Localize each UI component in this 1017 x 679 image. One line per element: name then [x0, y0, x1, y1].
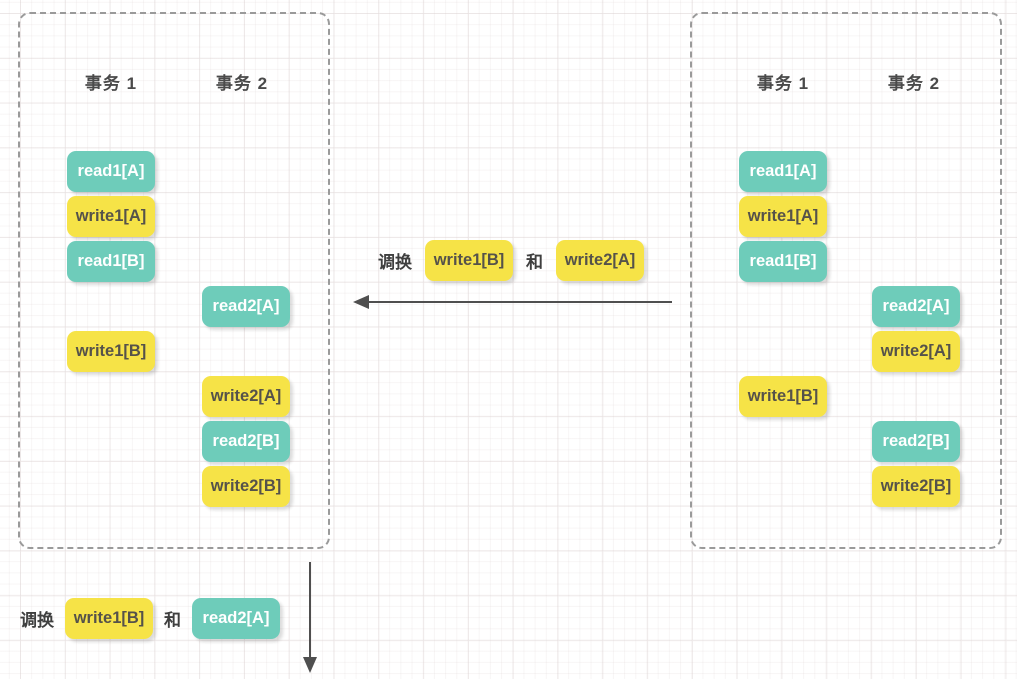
- op-block-read1B: read1[B]: [739, 241, 827, 282]
- op-block-read2B: read2[B]: [202, 421, 290, 462]
- next-step-arrow-down: [303, 562, 317, 673]
- op-block-write2A: write2[A]: [556, 239, 644, 281]
- op-block-write2B: write2[B]: [202, 466, 290, 507]
- arrow-head-down-icon: [303, 657, 317, 673]
- op-block-write1A: write1[A]: [67, 196, 155, 237]
- op-block-write1A: write1[A]: [739, 196, 827, 237]
- op-block-read2A: read2[A]: [192, 597, 280, 639]
- transaction-1-header: 事务 1: [84, 74, 138, 93]
- panel-schedule-after-swap: 事务 1 事务 2 read1[A]write1[A]read1[B] read2…: [18, 12, 330, 549]
- swap-direction-arrow-left: [353, 295, 672, 309]
- op-block-write1B: write1[B]: [739, 376, 827, 417]
- op-block-write2B: write2[B]: [872, 466, 960, 507]
- transaction-1-header: 事务 1: [756, 74, 810, 93]
- arrow-shaft: [308, 562, 312, 661]
- op-block-read2A: read2[A]: [202, 286, 290, 327]
- panel-schedule-original: 事务 1 事务 2 read1[A]write1[A]read1[B] read2…: [690, 12, 1002, 549]
- swap-prefix-label: 调换: [20, 610, 54, 630]
- op-block-read1A: read1[A]: [739, 151, 827, 192]
- arrow-head-left-icon: [353, 295, 369, 309]
- swap-annotation-middle: 调换 write1[B] 和 write2[A]: [378, 239, 644, 281]
- op-block-write2A: write2[A]: [202, 376, 290, 417]
- swap-annotation-bottom: 调换 write1[B] 和 read2[A]: [20, 597, 280, 639]
- swap-conjunction-label: 和: [164, 610, 181, 630]
- transaction-2-header: 事务 2: [887, 74, 941, 93]
- op-block-read1B: read1[B]: [67, 241, 155, 282]
- op-block-write1B: write1[B]: [65, 597, 153, 639]
- op-block-write1B: write1[B]: [425, 239, 513, 281]
- op-block-read1A: read1[A]: [67, 151, 155, 192]
- op-block-read2B: read2[B]: [872, 421, 960, 462]
- swap-prefix-label: 调换: [378, 252, 412, 272]
- swap-conjunction-label: 和: [526, 252, 543, 272]
- arrow-shaft: [365, 300, 672, 304]
- op-block-read2A: read2[A]: [872, 286, 960, 327]
- transaction-2-header: 事务 2: [215, 74, 269, 93]
- op-block-write2A: write2[A]: [872, 331, 960, 372]
- op-block-write1B: write1[B]: [67, 331, 155, 372]
